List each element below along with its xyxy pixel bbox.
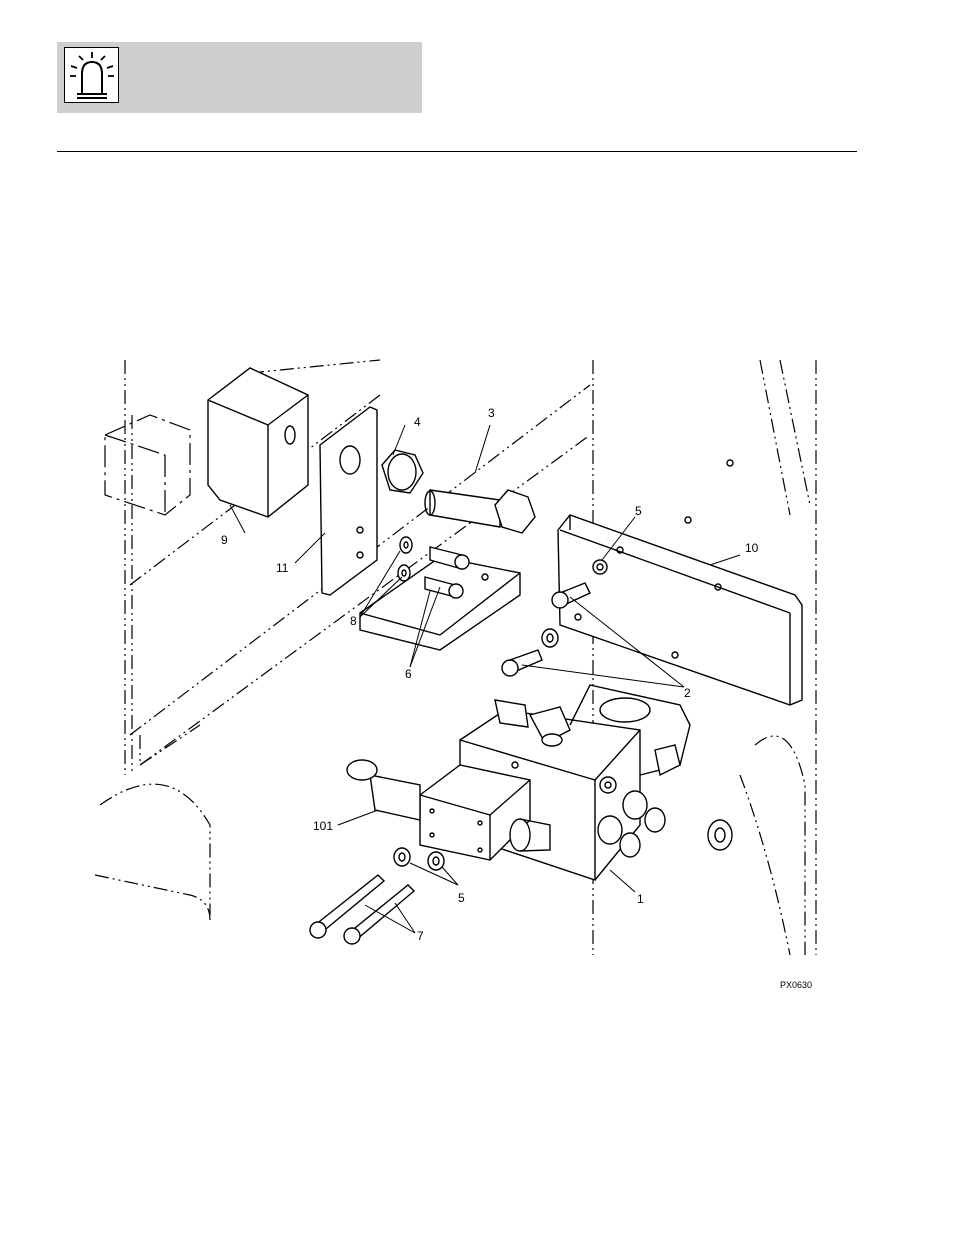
exploded-parts-diagram: 4 3 9 11 5 10 8 6 2 101 5 1 7 [90, 355, 830, 965]
part-7-bolts [310, 875, 414, 944]
loose-washer [708, 820, 732, 850]
callout-11: 11 [276, 561, 289, 575]
callout-3: 3 [488, 406, 495, 420]
part-6-spacer [360, 547, 520, 650]
callout-10: 10 [745, 541, 759, 555]
part-9-block [208, 368, 308, 517]
beacon-light-icon [64, 47, 119, 103]
callout-101: 101 [313, 819, 333, 833]
header-rule [57, 151, 857, 152]
callout-1: 1 [637, 892, 644, 906]
callout-4: 4 [414, 415, 421, 429]
part-10-plate [558, 460, 802, 705]
part-8-washers [398, 537, 412, 581]
callout-5a: 5 [635, 504, 642, 518]
header-banner [57, 42, 422, 113]
part-4-nut [382, 450, 423, 493]
callout-7: 7 [417, 929, 424, 943]
callout-8: 8 [350, 614, 357, 628]
part-11-plate [320, 407, 377, 595]
part-3-bolt [425, 490, 535, 533]
figure-id: PX0630 [780, 980, 812, 990]
frame-bracket [105, 415, 190, 515]
callout-6: 6 [405, 667, 412, 681]
callout-9: 9 [221, 533, 228, 547]
callout-2: 2 [684, 686, 691, 700]
callout-5b: 5 [458, 891, 465, 905]
